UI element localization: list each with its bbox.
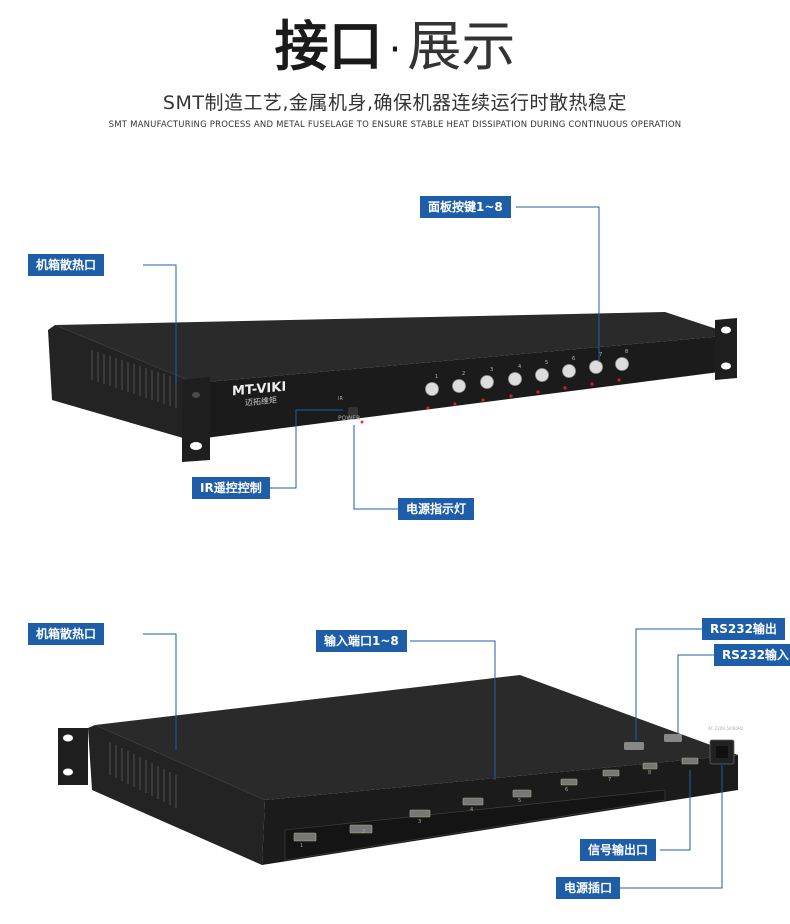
callout-power-socket: 电源插口 xyxy=(556,877,621,899)
title-bold: 接口 xyxy=(274,15,383,78)
front-buttons xyxy=(425,357,629,410)
button-label: 1 xyxy=(435,374,439,380)
button-label: 7 xyxy=(599,352,603,358)
ir-label: IR xyxy=(338,396,343,402)
rs232-out-port xyxy=(624,742,644,750)
callout-rs232-out: RS232输出 xyxy=(702,618,785,640)
port-label: 3 xyxy=(418,819,422,825)
port-label: 2 xyxy=(362,829,366,835)
callout-panel-keys: 面板按键1~8 xyxy=(420,196,511,218)
button-label: 6 xyxy=(572,356,576,362)
power-led xyxy=(360,420,364,424)
back-hdmi-ports xyxy=(293,757,699,842)
port-label: 1 xyxy=(300,843,304,849)
port-label: 5 xyxy=(518,798,522,804)
title-light: 展示 xyxy=(407,15,516,78)
subtitle: SMT制造工艺,金属机身,确保机器连续运行时散热稳定 xyxy=(162,92,628,114)
callout-lines xyxy=(143,206,723,889)
title-dot: · xyxy=(388,27,402,74)
rs232-in-port xyxy=(664,734,682,742)
button-label: 8 xyxy=(625,349,629,355)
callout-signal-out: 信号输出口 xyxy=(580,839,657,861)
callout-back-heat-vent: 机箱散热口 xyxy=(28,623,105,645)
port-label: 7 xyxy=(608,777,612,783)
port-label: 6 xyxy=(565,787,569,793)
power-label: POWER xyxy=(338,415,361,422)
page-title: 接口·展示 xyxy=(0,12,790,85)
callout-front-heat-vent: 机箱散热口 xyxy=(28,254,105,276)
button-label: 4 xyxy=(518,364,522,370)
callout-ir-control: IR遥控控制 xyxy=(192,477,270,499)
callout-rs232-in: RS232输入 xyxy=(714,644,790,666)
subtitle-english: SMT MANUFACTURING PROCESS AND METAL FUSE… xyxy=(108,120,682,130)
back-top-lid xyxy=(95,675,738,800)
back-heat-vent xyxy=(109,742,177,808)
port-label: 8 xyxy=(648,770,652,776)
right-rack-ear xyxy=(715,318,737,380)
ac-label: AC 220V 50/60Hz xyxy=(708,726,744,731)
callout-power-led: 电源指示灯 xyxy=(398,498,475,520)
port-label: 4 xyxy=(470,807,474,813)
button-label: 3 xyxy=(490,367,494,373)
button-label: 5 xyxy=(545,360,549,366)
button-label: 2 xyxy=(462,371,466,377)
ir-window xyxy=(348,407,358,419)
left-rack-ear xyxy=(182,377,210,462)
callout-input-ports: 输入端口1~8 xyxy=(316,630,407,652)
back-left-rack-ear xyxy=(58,728,88,785)
